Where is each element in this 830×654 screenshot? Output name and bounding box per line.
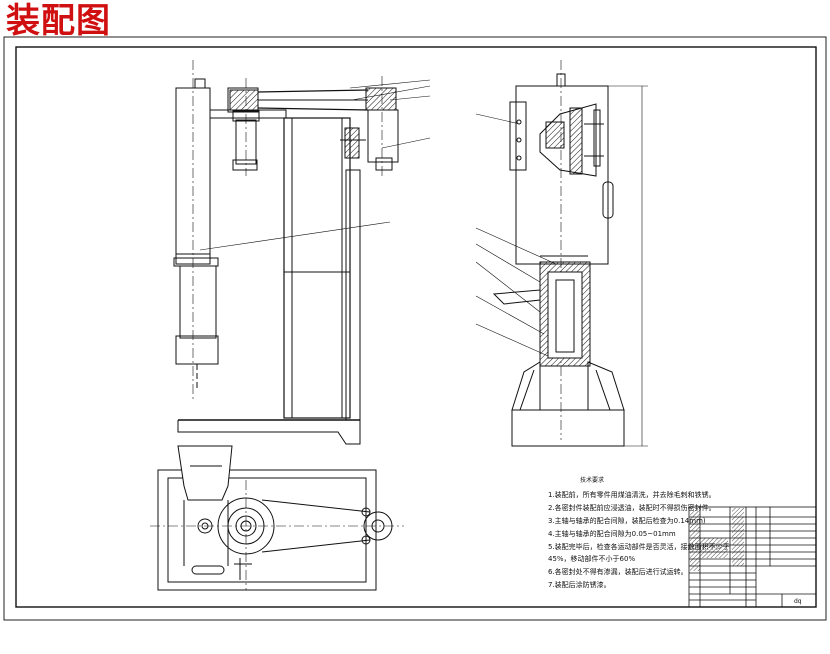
tech-note-line-5: 5.装配完毕后，检查各运动部件是否灵活，接触面积不少于 xyxy=(548,542,730,551)
technical-requirements: 技术要求 1.装配前，所有零件用煤油清洗，并去除毛刺和铁锈。 2.各密封件装配前… xyxy=(548,476,730,589)
top-view xyxy=(150,445,404,591)
inner-border xyxy=(15,46,817,608)
tech-note-line-1: 1.装配前，所有零件用煤油清洗，并去除毛刺和铁锈。 xyxy=(548,490,716,499)
title-block-code: dq xyxy=(794,598,802,605)
tech-note-line-4: 4.主轴与轴承的配合间隙为0.05~01mm xyxy=(548,529,676,538)
tech-note-line-8: 7.装配后涂防锈漆。 xyxy=(548,580,611,589)
title-block xyxy=(688,506,817,608)
tech-note-line-2: 2.各密封件装配前应浸透油，装配时不得损伤密封件。 xyxy=(548,503,716,512)
outer-border xyxy=(3,36,827,621)
tech-note-line-3: 3.主轴与轴承的配合间隙，装配后检查为0.14mm) xyxy=(548,516,706,525)
side-view xyxy=(475,60,648,447)
tech-note-line-7: 6.各密封处不得有渗漏，装配后进行试运转。 xyxy=(548,567,688,576)
drawing-title-mark: 装配图 xyxy=(6,1,111,41)
tech-note-line-6: 45%，移动部件不小于60% xyxy=(548,554,635,563)
tech-notes-heading: 技术要求 xyxy=(580,476,604,484)
front-view xyxy=(173,60,431,445)
